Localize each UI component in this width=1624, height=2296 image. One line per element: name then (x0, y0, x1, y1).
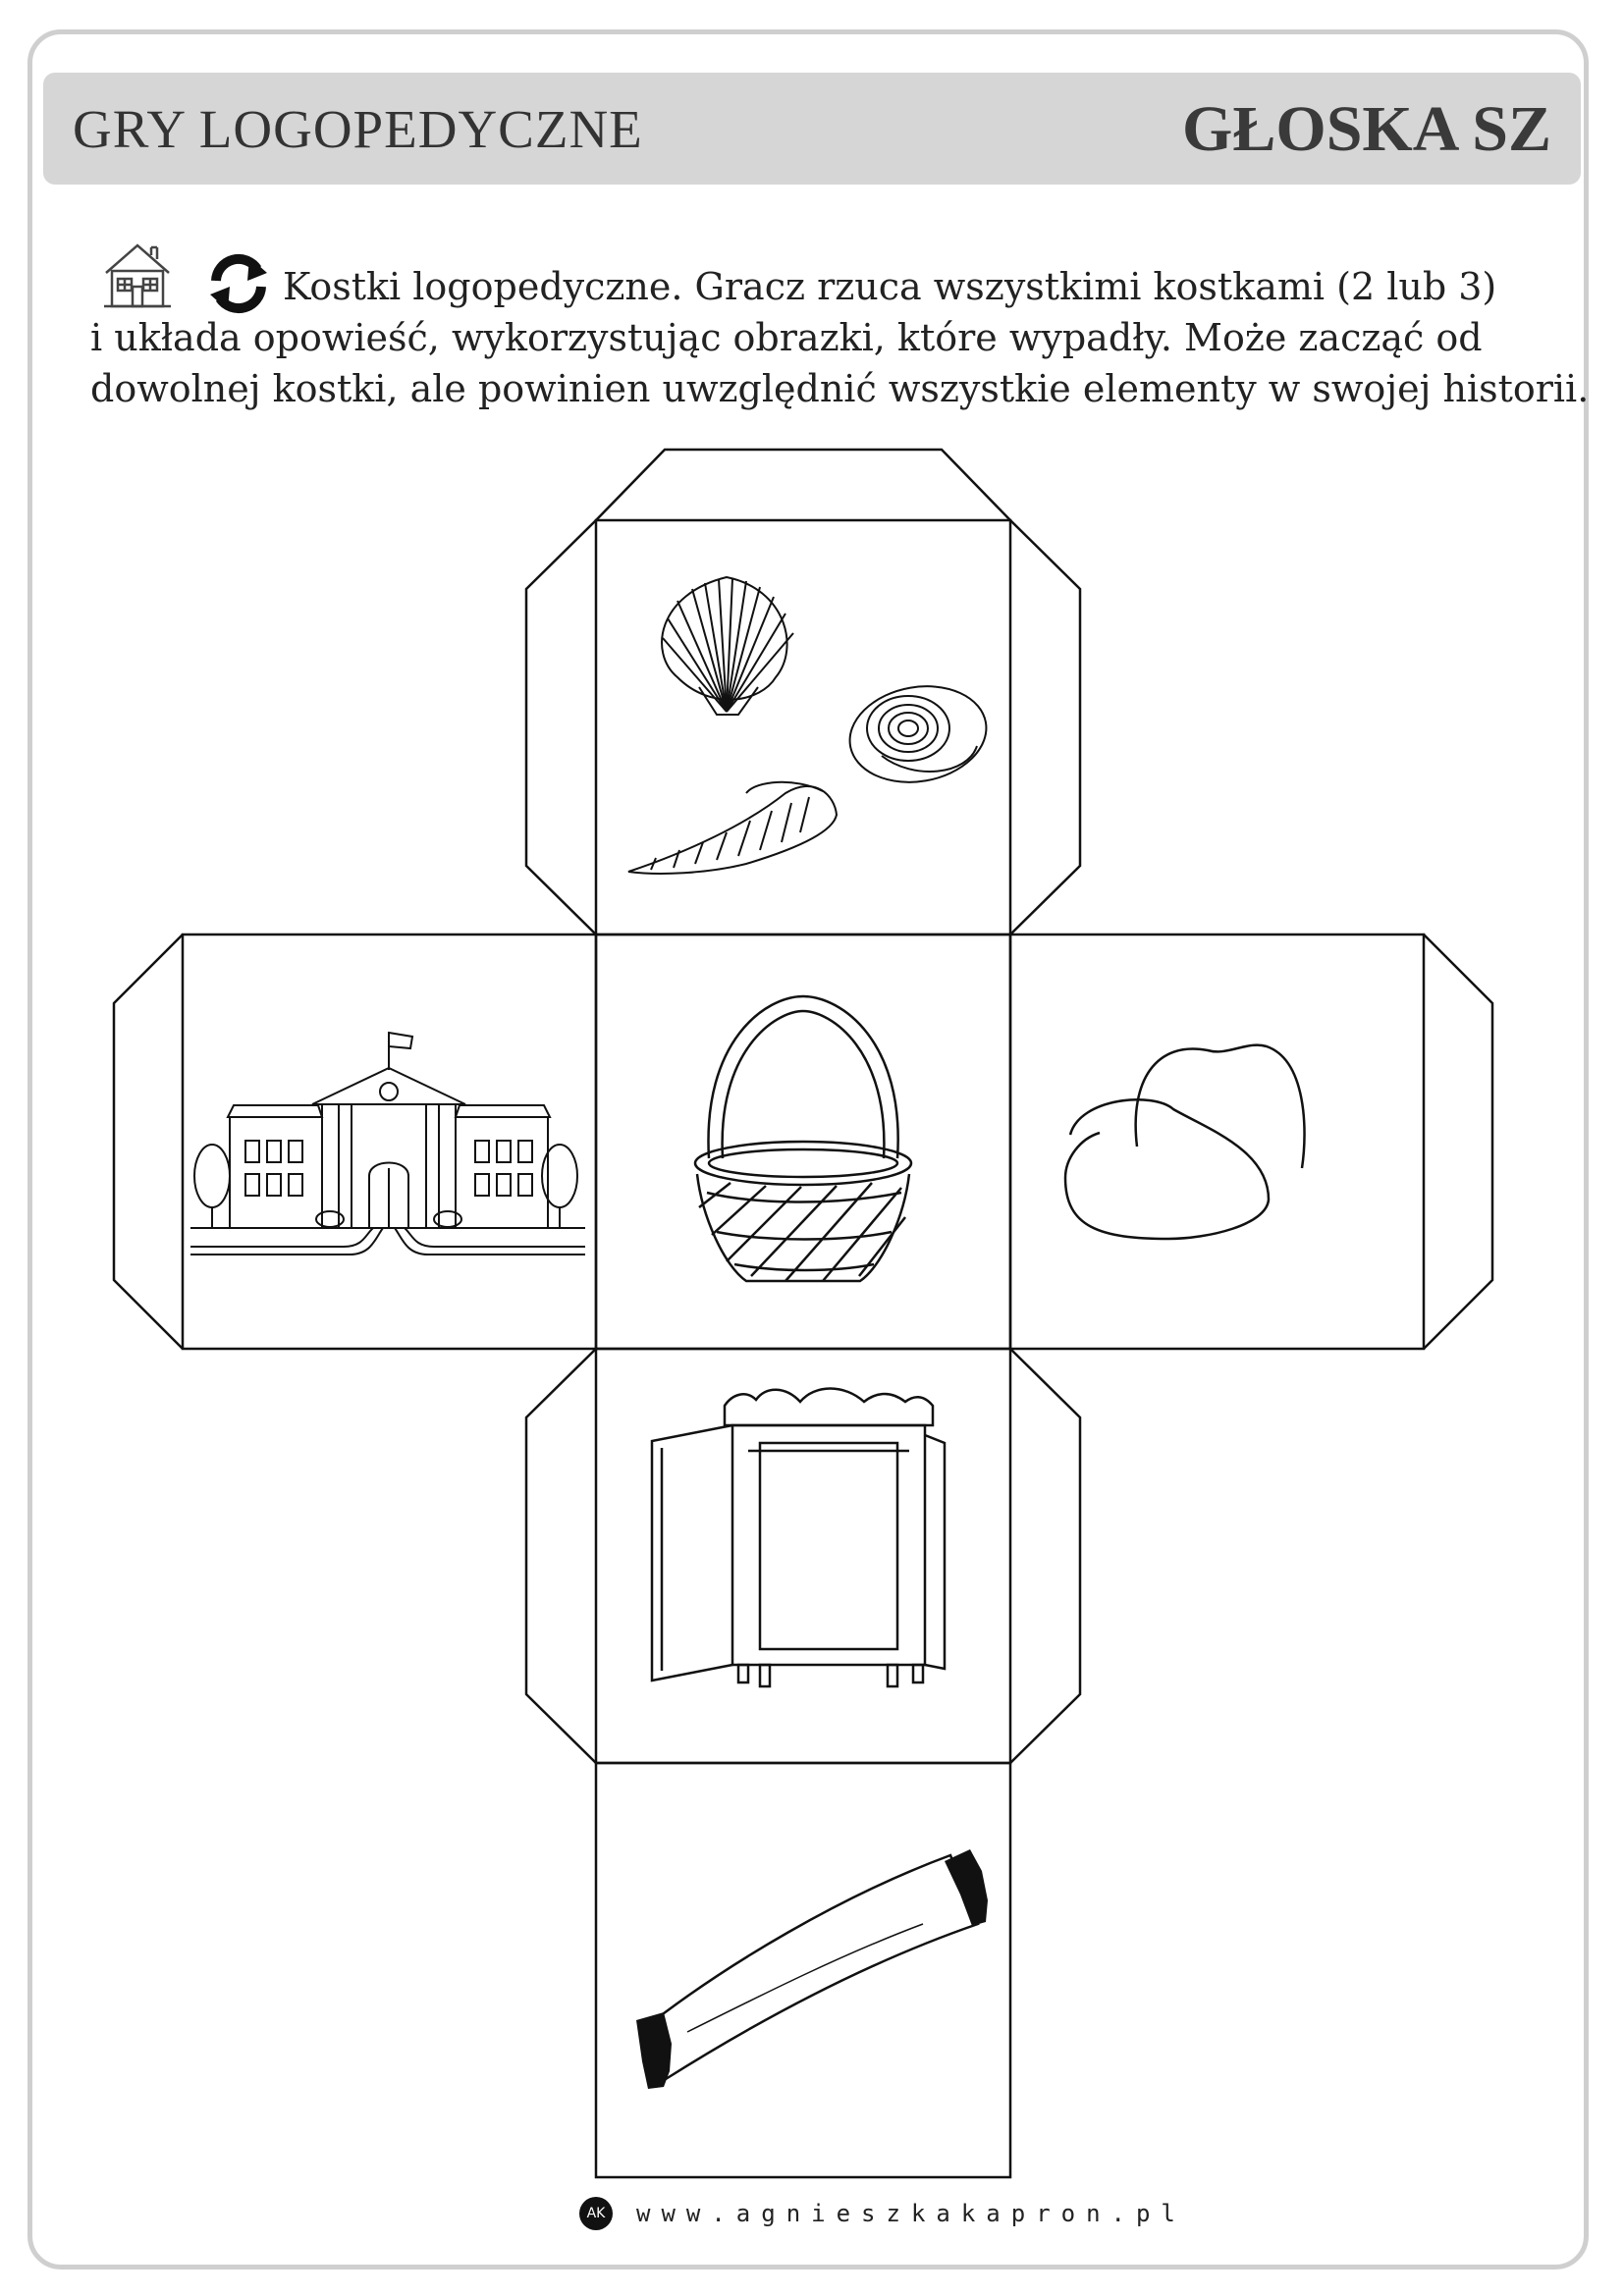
face-below-center (594, 1347, 1012, 1765)
sound-title: GŁOSKA SZ (1182, 93, 1551, 165)
scallop-shell-icon (661, 575, 794, 716)
page-frame (27, 29, 1589, 2269)
series-title: GRY LOGOPEDYCZNE (73, 99, 643, 159)
footer: AK www.agnieszkakapron.pl (579, 2197, 1186, 2230)
school-building-icon (190, 1031, 585, 1255)
round-shell-icon (848, 685, 988, 783)
header-bar: GRY LOGOPEDYCZNE GŁOSKA SZ (43, 73, 1581, 185)
tab-top (595, 448, 1011, 521)
website-link[interactable]: www.agnieszkakapron.pl (636, 2200, 1186, 2227)
instruction-line-1: Kostki logopedyczne. Gracz rzuca wszystk… (283, 265, 1497, 308)
author-logo: AK (579, 2197, 613, 2230)
tab-lower-right (1009, 1348, 1082, 1764)
tab-top-right (1009, 519, 1082, 935)
instruction-line-2: i układa opowieść, wykorzystując obrazki… (90, 316, 1483, 359)
face-top (594, 518, 1012, 936)
tab-left (112, 934, 184, 1350)
tab-right (1423, 934, 1494, 1350)
tab-lower-left (524, 1348, 597, 1764)
basket-icon (693, 994, 913, 1283)
instruction-line-3: dowolnej kostki, ale powinien uwzględnić… (90, 367, 1590, 410)
shells-icon (627, 575, 988, 875)
hat-icon (1063, 1043, 1306, 1241)
face-bottom (594, 1761, 1012, 2179)
tab-top-left (524, 519, 597, 935)
wardrobe-icon (650, 1387, 947, 1688)
instructions: Kostki logopedyczne. Gracz rzuca wszystk… (90, 261, 1602, 414)
refresh-icon (210, 253, 267, 314)
house-icon (104, 243, 171, 308)
net-outline (112, 448, 1494, 2179)
scarf-icon (636, 1849, 988, 2089)
face-right (1008, 933, 1426, 1351)
spiral-shell-icon (627, 780, 839, 875)
